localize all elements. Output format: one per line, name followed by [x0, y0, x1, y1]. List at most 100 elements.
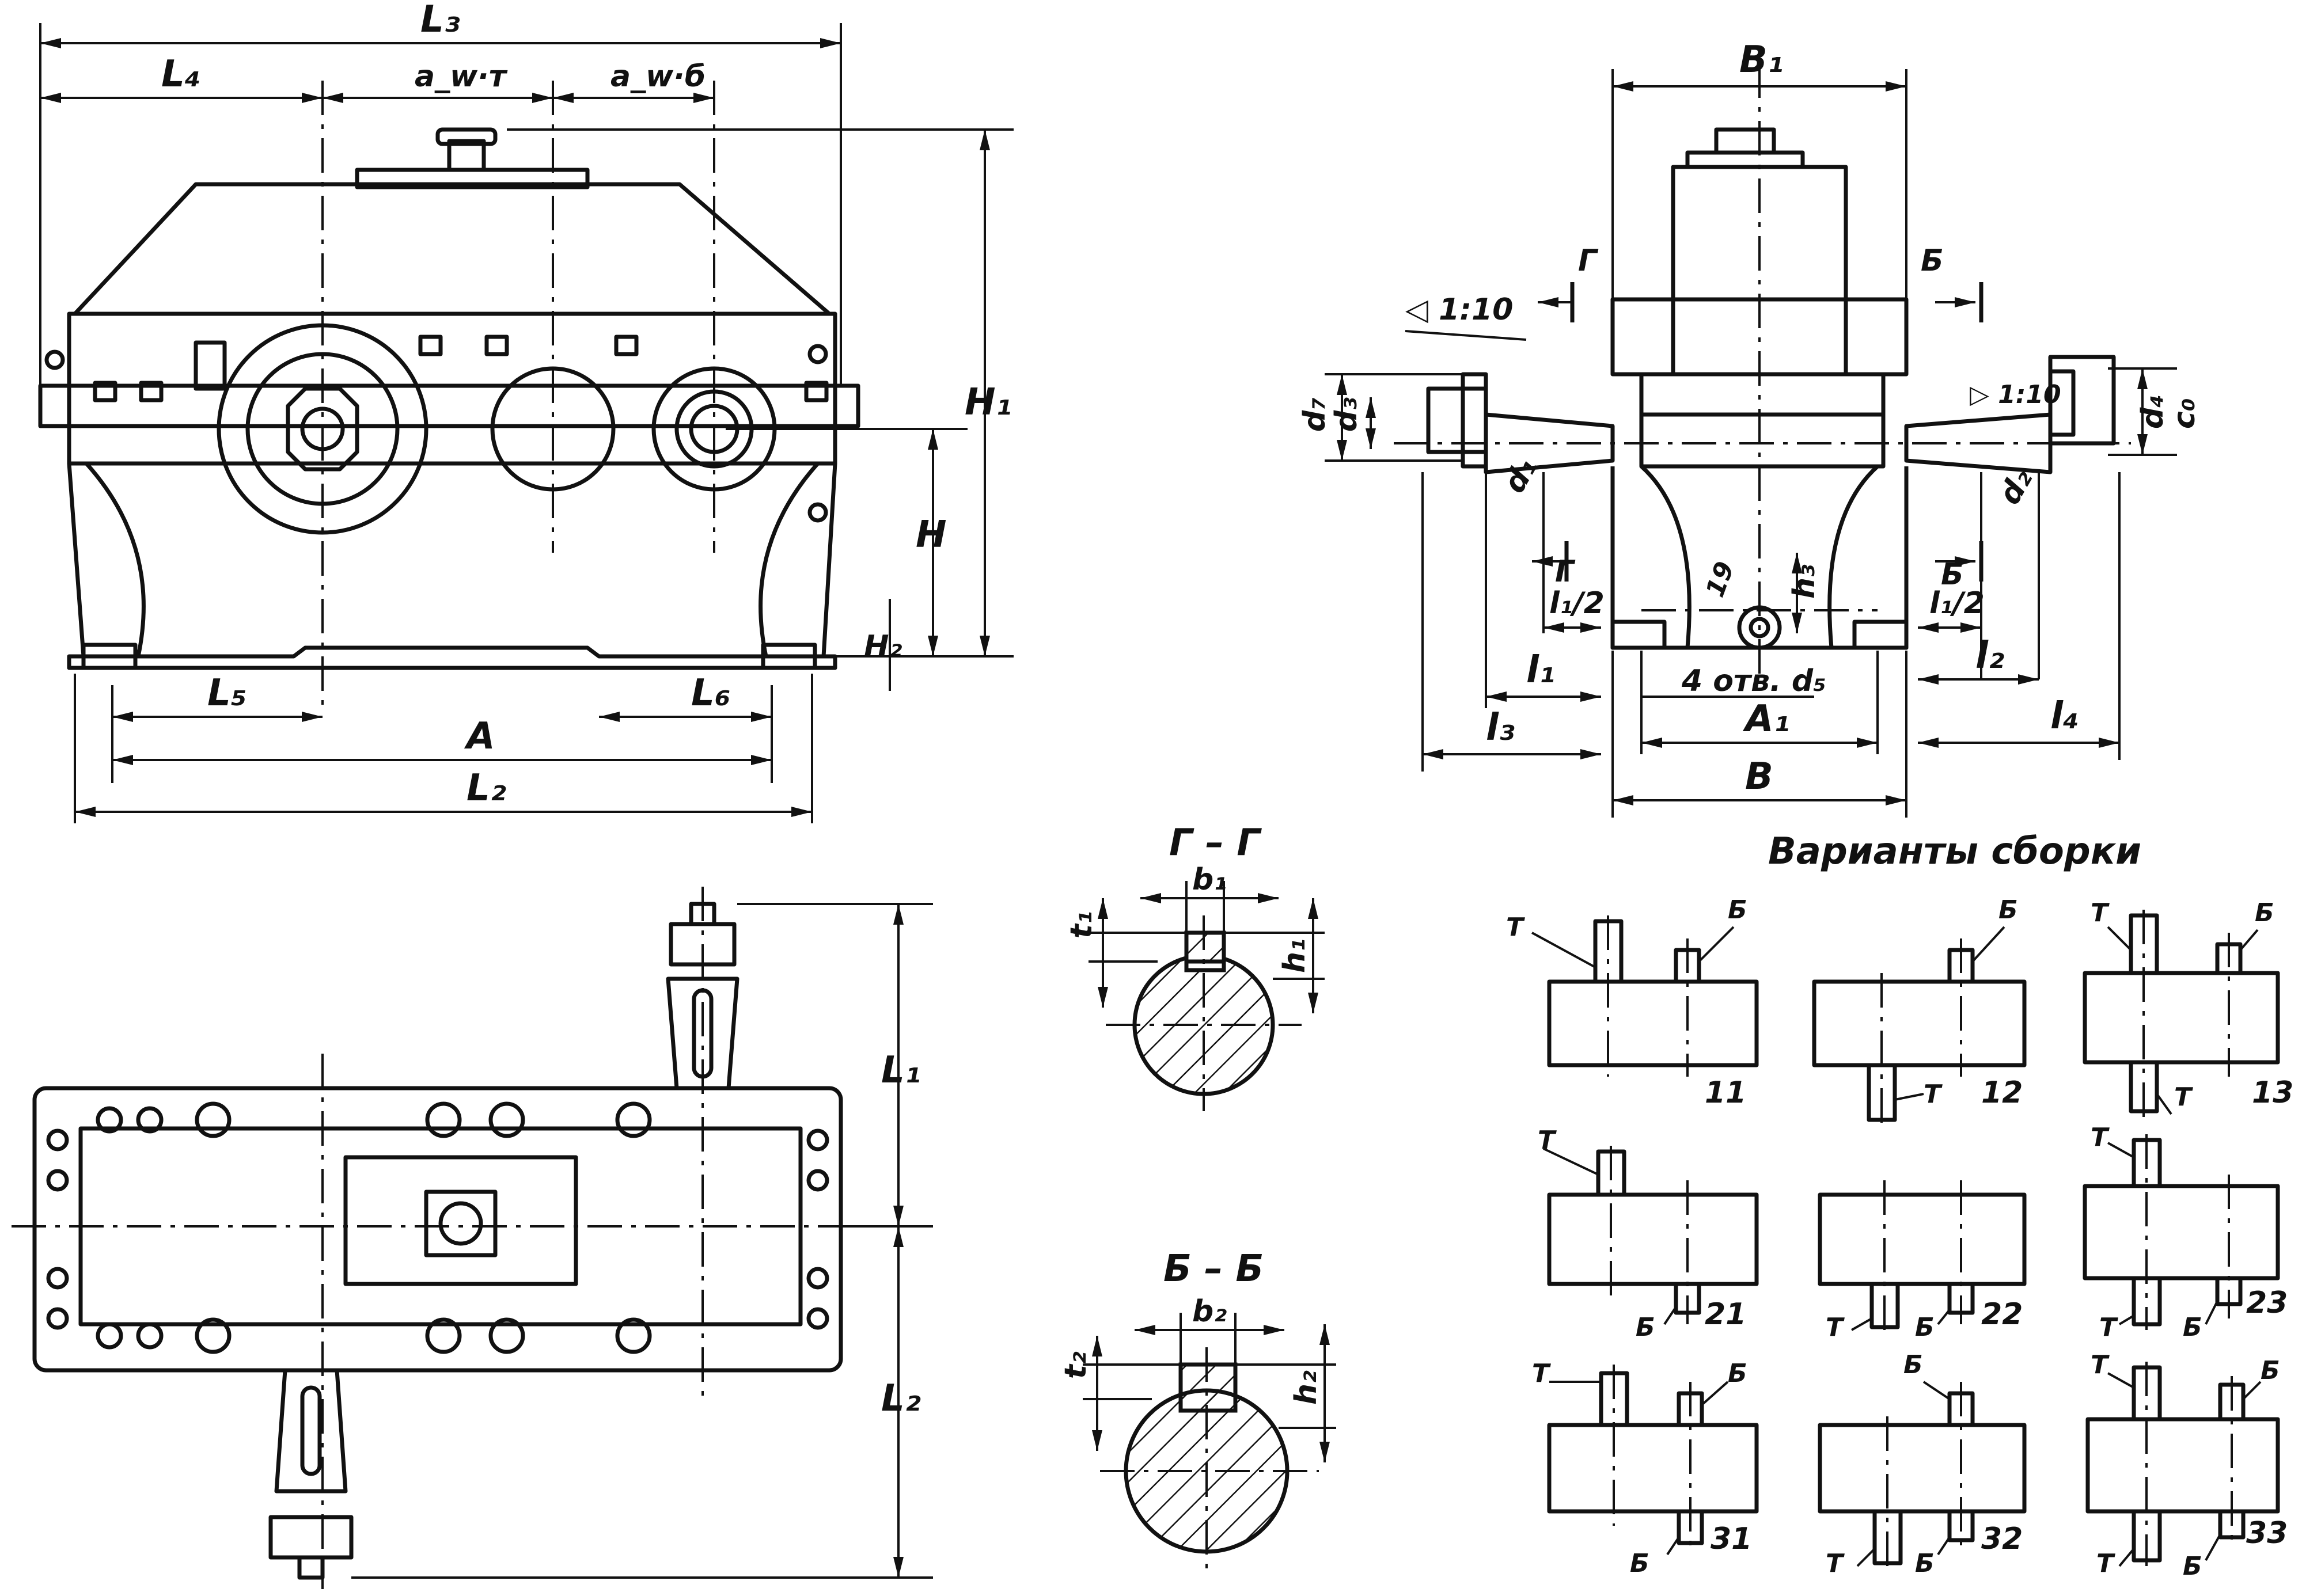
plan-inspection-cover: [343, 1155, 578, 1286]
taper-left-label: ◁ 1:10: [1405, 292, 1513, 327]
taper-right-label: ▷ 1:10: [1970, 380, 2061, 409]
plan-bolts: [46, 1101, 829, 1354]
variant-31-label-b2: Б: [1630, 1549, 1649, 1578]
dim-l1-half: l₁/2: [1549, 586, 1605, 621]
plan-shaft-top: [666, 976, 739, 1090]
dim-B1: B₁: [1739, 39, 1784, 81]
plan-view: L₁ L₂: [12, 887, 933, 1589]
variant-13: 13 Т Б Т: [2083, 898, 2293, 1123]
section-gg: Г – Г b₁ t₁ h₁: [1064, 822, 1325, 1111]
plan-shaft-bottom-nut-icon: [268, 1515, 354, 1560]
flange-bolts: [44, 335, 829, 523]
dim-d7: d₇: [1298, 397, 1332, 432]
variant-31-number: 31: [1711, 1522, 1752, 1556]
variant-13-label-t2: Т: [2174, 1082, 2193, 1112]
dim-d3: d₃: [1329, 397, 1364, 432]
dim-B: B: [1745, 755, 1773, 798]
dim-plan-L2: L₂: [881, 1377, 921, 1420]
dim-L6: L₆: [691, 672, 731, 715]
variant-11-number: 11: [1705, 1076, 1746, 1110]
left-leg: [67, 461, 146, 659]
slow-shaft-nut-icon: [286, 386, 359, 472]
dim-d4: d₄: [2136, 394, 2170, 429]
variant-22: 22 Т Б: [1818, 1180, 2027, 1342]
variant-32-number: 32: [1981, 1522, 2023, 1556]
right-leg: [759, 461, 837, 659]
variant-23-label-b: Б: [2183, 1313, 2202, 1342]
assembly-variants: Варианты сборки 11 Т Б 12 Б Т: [1506, 830, 2293, 1581]
breather-cap-icon: [1714, 127, 1776, 155]
variant-33: 33 Т Б Т Б: [2085, 1350, 2288, 1581]
section-gg-b: b₁: [1192, 862, 1227, 897]
plan-flange: [32, 1086, 843, 1373]
dim-H1: H₁: [965, 381, 1012, 424]
side-shaft-band: [1639, 412, 1886, 469]
dim-l2-half: l₁/2: [1929, 586, 1985, 621]
breather-icon: [447, 139, 486, 172]
variant-33-label-t2: Т: [2096, 1549, 2115, 1578]
variant-23: 23 Т Т Б: [2083, 1123, 2288, 1342]
dim-d1: d₁: [1497, 452, 1544, 499]
dim-c0: c₀: [2167, 398, 2202, 429]
section-gg-title: Г – Г: [1169, 822, 1262, 864]
section-mark-G-top: Г: [1578, 244, 1599, 278]
variant-12-label-b: Б: [1998, 895, 2018, 925]
variant-22-number: 22: [1981, 1297, 2023, 1332]
dim-H2: H₂: [864, 629, 902, 664]
section-bb-key: [1178, 1362, 1238, 1413]
variant-32-label-t: Т: [1826, 1549, 1845, 1578]
variant-33-label-t: Т: [2091, 1350, 2110, 1380]
section-bb-h: h₂: [1289, 1370, 1323, 1405]
dim-L5: L₅: [207, 672, 247, 715]
variant-12: 12 Б Т: [1812, 895, 2027, 1128]
variant-11-label-t: Т: [1506, 913, 1525, 942]
variant-22-label-t: Т: [1826, 1313, 1845, 1342]
variant-11: 11 Т Б: [1506, 895, 1759, 1110]
variant-11-label-b: Б: [1728, 895, 1747, 925]
variant-13-label-b: Б: [2255, 898, 2274, 928]
section-gg-h: h₁: [1277, 938, 1312, 973]
dim-aw-t: a_w·т: [415, 59, 508, 94]
front-body: [67, 311, 837, 466]
variant-21: 21 Т Б: [1538, 1126, 1759, 1342]
dim-A: A: [464, 715, 495, 758]
front-view: L₃ L₄ a_w·т a_w·б H₁ H H₂ L₅ L₆ A L₂: [38, 0, 1014, 823]
dim-L4: L₄: [161, 53, 201, 96]
section-mark-B-bottom: Б: [1941, 557, 1964, 592]
dim-L3: L₃: [420, 0, 460, 41]
variant-31-label-t: Т: [1532, 1359, 1551, 1388]
dim-A1: A₁: [1742, 698, 1790, 740]
split-flange: [38, 383, 860, 428]
variant-32-label-b2: Б: [1915, 1549, 1935, 1578]
dim-aw-b: a_w·б: [610, 59, 706, 94]
dim-H: H: [916, 514, 947, 556]
variant-32-label-b: Б: [1903, 1350, 1923, 1380]
section-gg-t: t₁: [1064, 911, 1099, 938]
variant-22-label-b: Б: [1915, 1313, 1935, 1342]
side-view: B₁ Г Б ◁ 1:10 ▷ 1:10 d₇ d₃ d₁ d₂ d₄ c₀ Г…: [1298, 39, 2202, 818]
dim-l1: l₁: [1526, 649, 1555, 691]
variant-12-number: 12: [1981, 1076, 2023, 1110]
dim-l4: l₄: [2050, 695, 2079, 738]
variant-31: 31 Т Б Б: [1532, 1359, 1759, 1578]
dim-h3: h₃: [1787, 564, 1822, 599]
variant-33-label-b2: Б: [2183, 1552, 2202, 1581]
variant-33-label-b: Б: [2261, 1356, 2280, 1385]
section-bb-b: b₂: [1192, 1294, 1227, 1329]
dim-L2: L₂: [467, 767, 506, 810]
front-cover: [73, 182, 832, 316]
dim-plan-L1: L₁: [881, 1049, 921, 1092]
section-mark-G-bottom: Г: [1555, 554, 1576, 589]
plan-shaft-bottom: [274, 1368, 348, 1494]
variant-21-label-t: Т: [1538, 1126, 1557, 1155]
section-mark-B-top: Б: [1921, 244, 1944, 278]
section-bb-t: t₂: [1059, 1351, 1093, 1379]
variant-32: 32 Б Т Б: [1818, 1350, 2027, 1578]
dim-l3: l₃: [1486, 706, 1515, 749]
section-bb: Б – Б b₂ t₂ h₂: [1059, 1248, 1336, 1578]
variant-31-label-b: Б: [1728, 1359, 1747, 1388]
assembly-title: Варианты сборки: [1768, 830, 2141, 873]
variant-21-label-b: Б: [1636, 1313, 1655, 1342]
section-bb-title: Б – Б: [1163, 1248, 1264, 1290]
